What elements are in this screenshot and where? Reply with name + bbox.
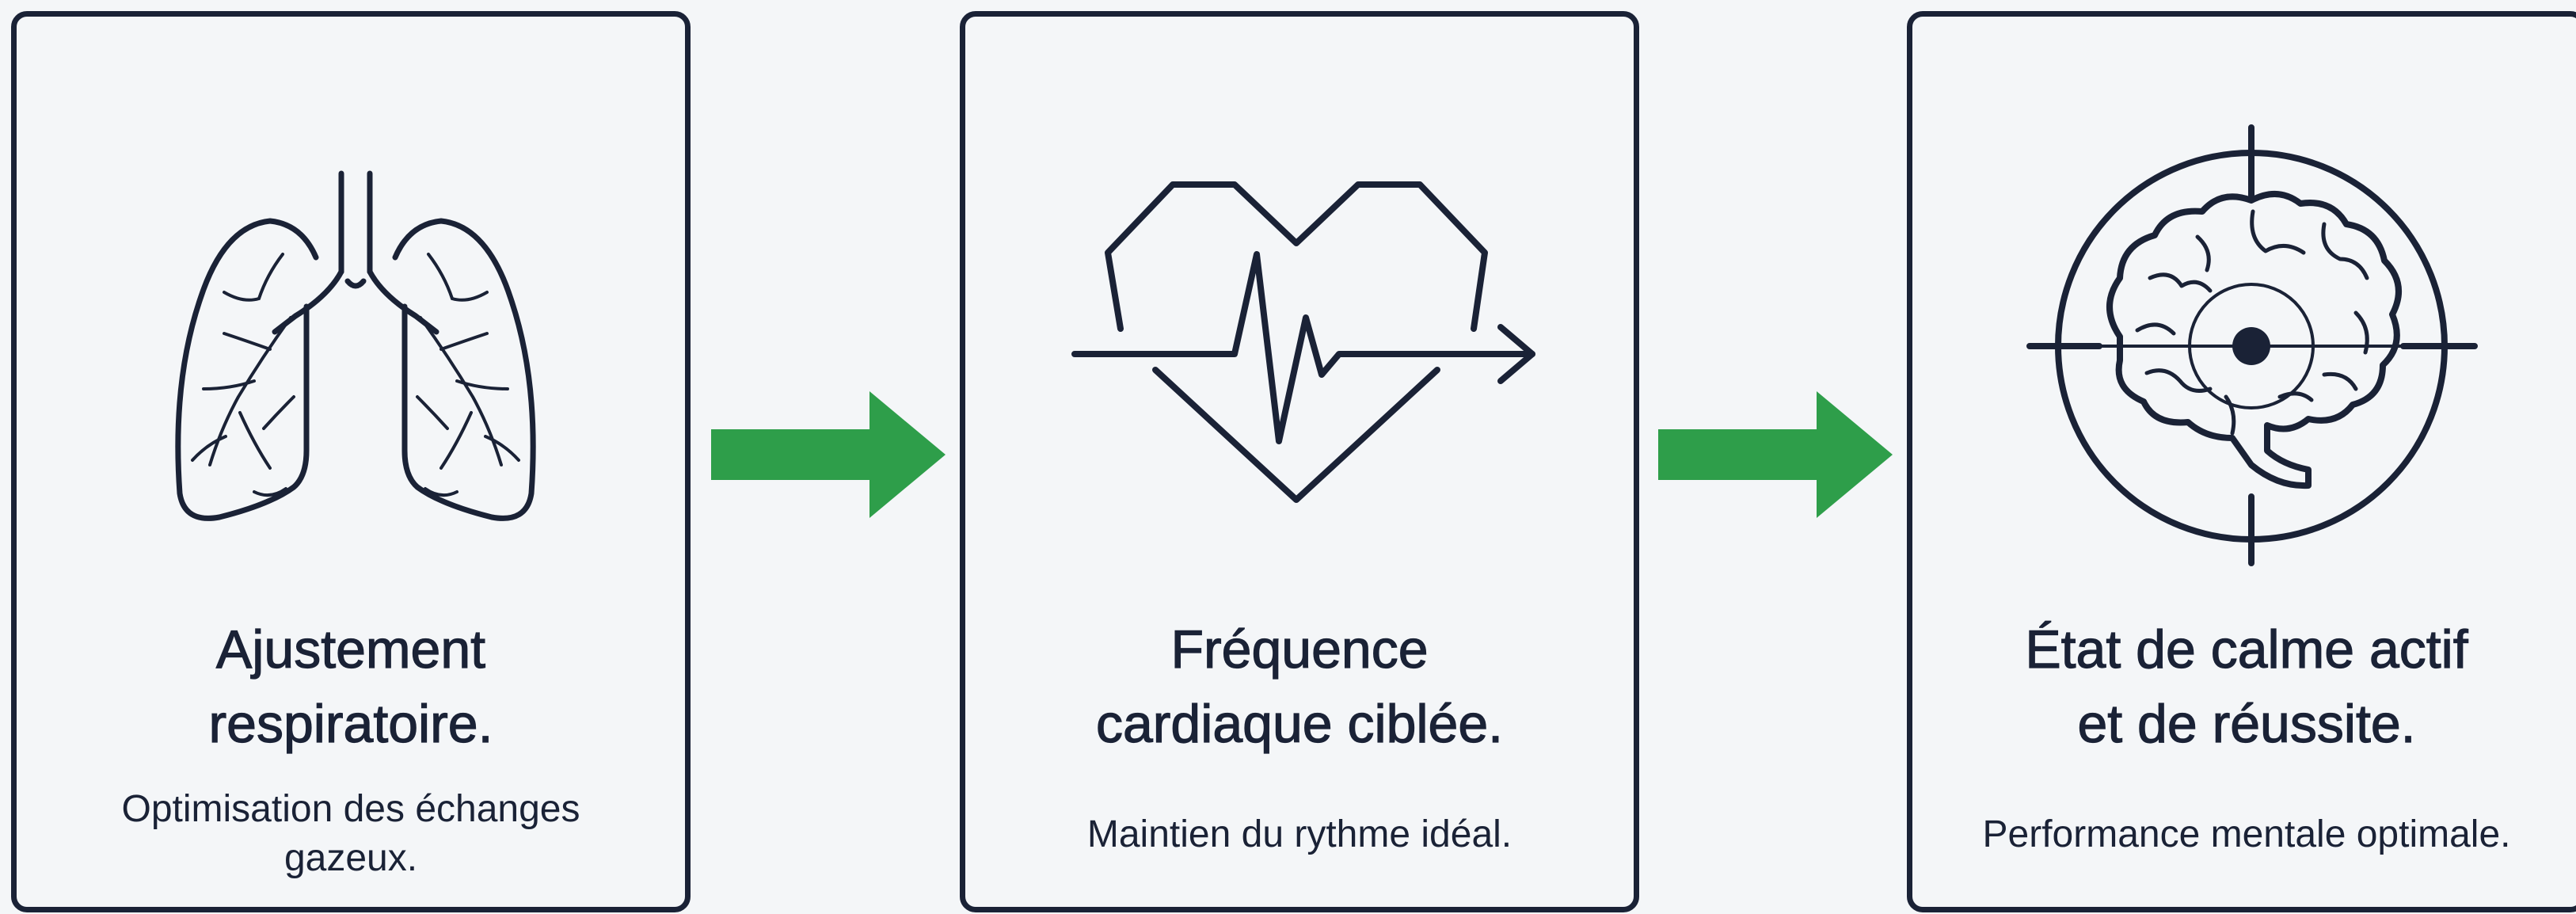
brain-target-icon <box>1912 17 2576 587</box>
step-card-respiration: Ajustement respiratoire. Optimisation de… <box>11 11 691 912</box>
step-card-heart-rate: Fréquence cardiaque ciblée. Maintien du … <box>960 11 1639 912</box>
arrow-right-icon <box>711 391 946 518</box>
arrow-right-icon <box>1658 391 1893 518</box>
step-subtitle: Optimisation des échanges gazeux. <box>121 788 580 879</box>
step-title: Fréquence cardiaque ciblée. <box>1095 619 1504 754</box>
step-title: État de calme actif et de réussite. <box>2025 619 2469 754</box>
lungs-icon <box>17 17 685 587</box>
step-subtitle: Performance mentale optimale. <box>1982 813 2511 855</box>
step-subtitle: Maintien du rythme idéal. <box>1086 813 1512 855</box>
heart-pulse-icon <box>965 17 1634 587</box>
step-card-calm-state: État de calme actif et de réussite. Perf… <box>1907 11 2576 912</box>
step-title: Ajustement respiratoire. <box>208 619 493 754</box>
